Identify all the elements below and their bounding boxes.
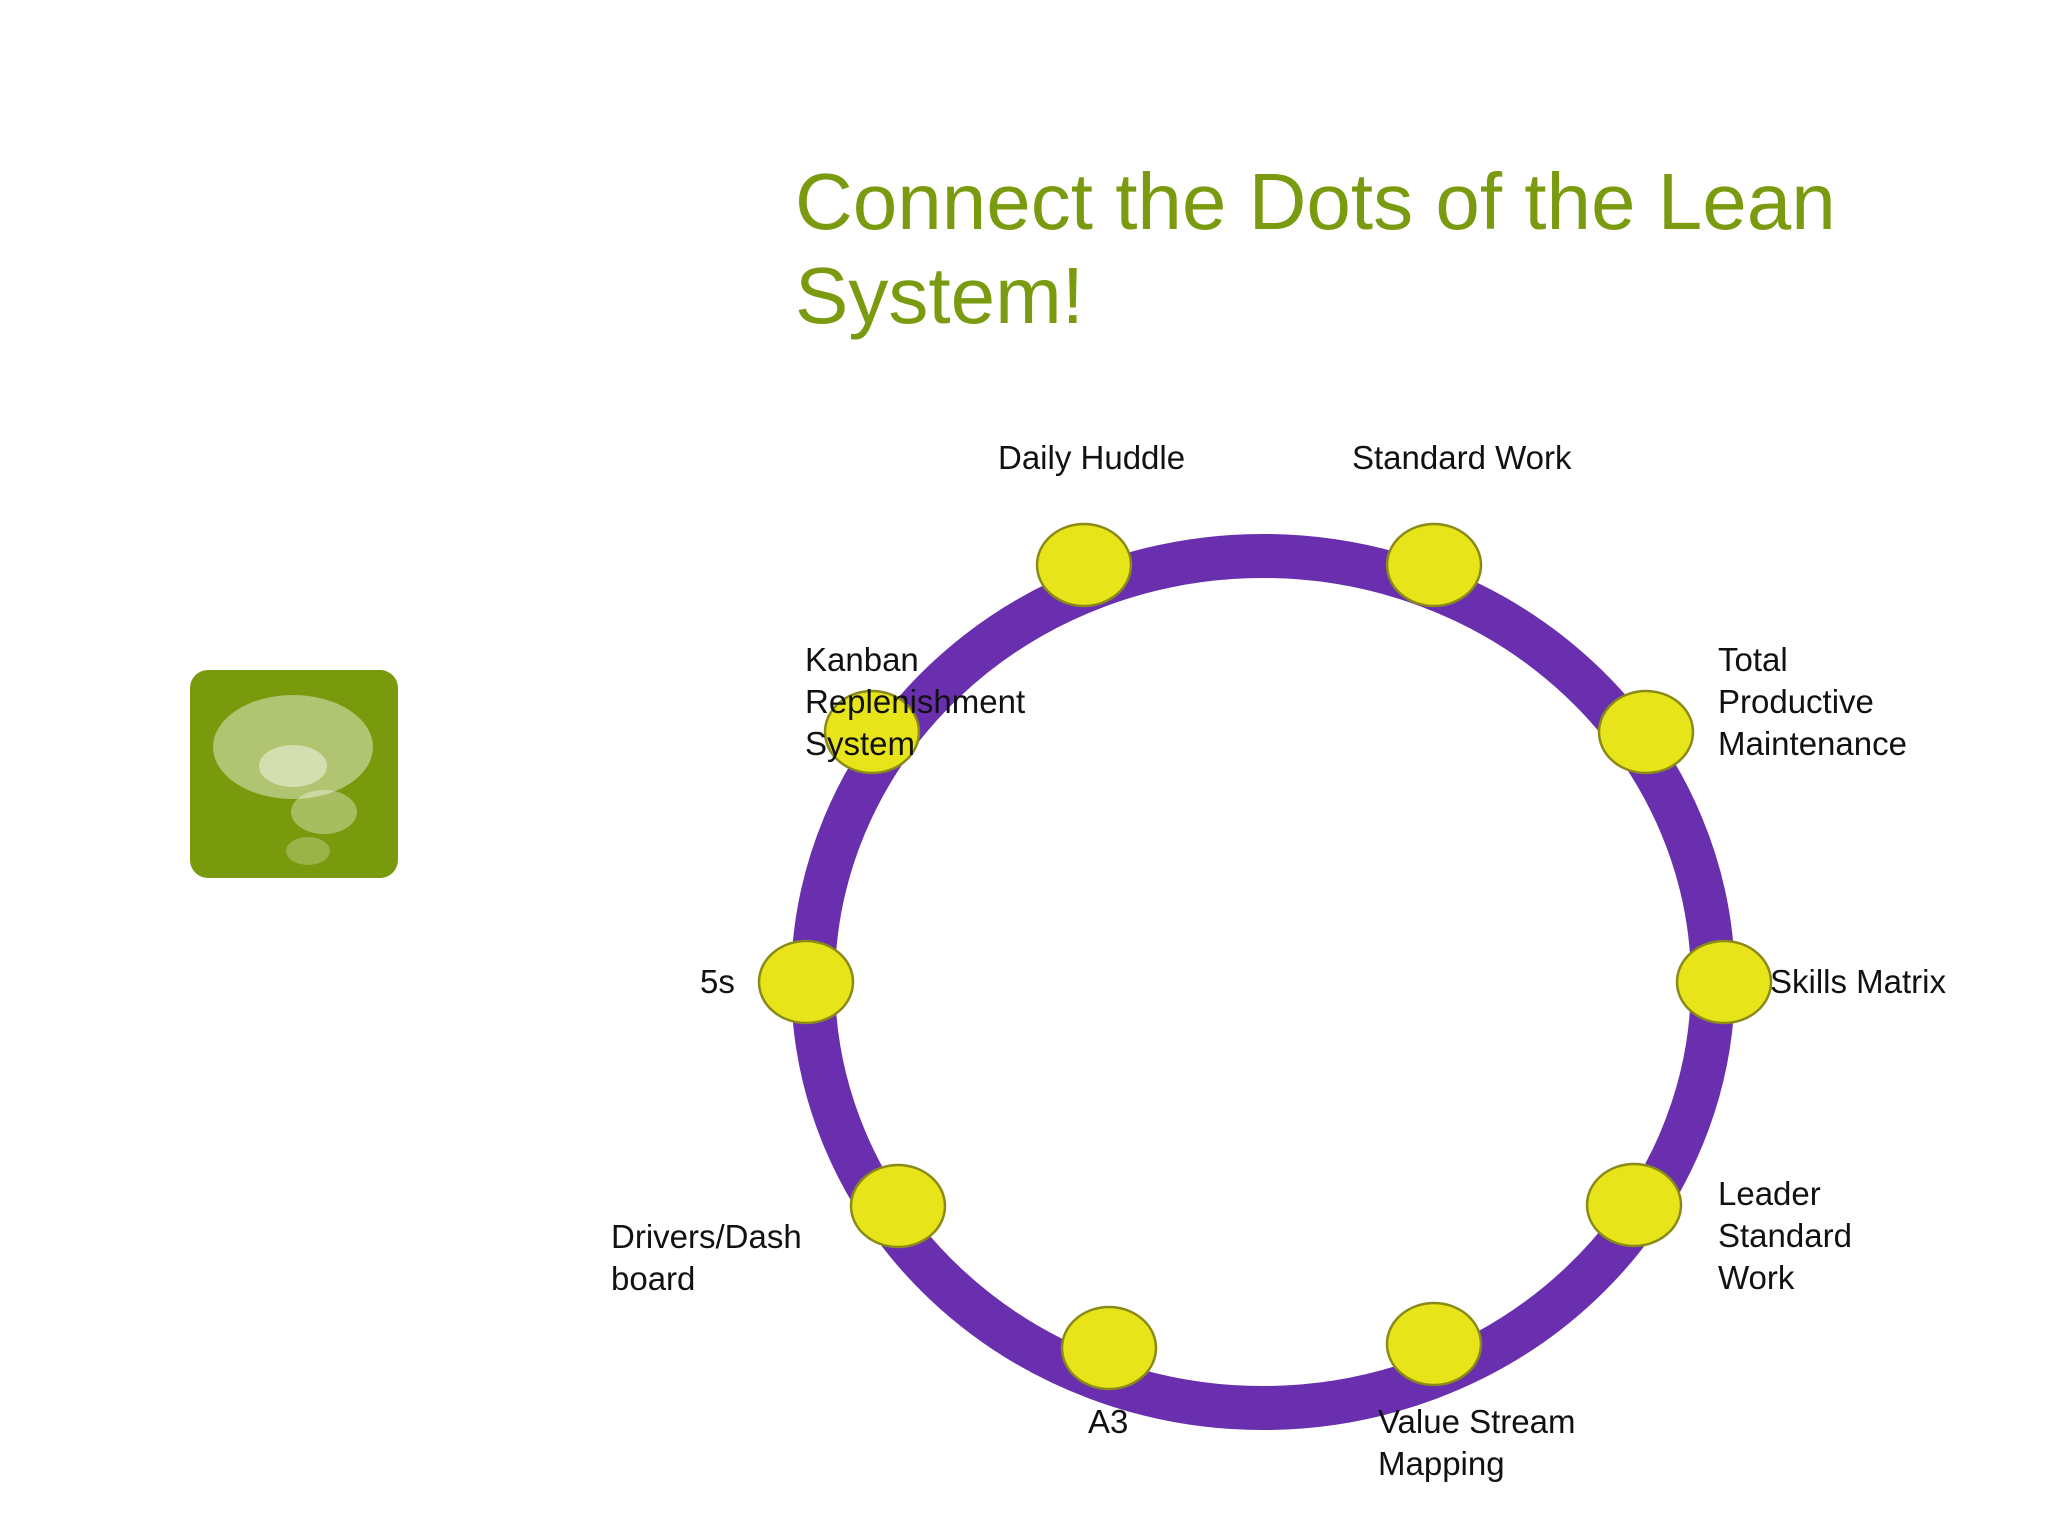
label-line: System [805,725,916,762]
label-a3: A3 [1088,1401,1128,1443]
dot-kanban-replenishment-system [823,689,921,775]
label-line: Maintenance [1718,725,1907,762]
dot-value-stream-mapping [1385,1301,1483,1387]
label-line: A3 [1088,1403,1129,1440]
label-5s: 5s [700,961,735,1003]
label-line: Standard Work [1352,439,1572,476]
dot-drivers-dashboard [849,1163,947,1249]
label-line: Skills Matrix [1770,963,1947,1000]
dot-standard-work [1385,522,1483,608]
label-line: Drivers/Dash [611,1218,802,1255]
label-line: board [611,1260,696,1297]
label-drivers-dashboard: Drivers/Dash board [611,1216,802,1300]
thought-bubble-icon [190,670,398,878]
bubble-highlight [259,745,327,787]
label-line: Value Stream [1378,1403,1576,1440]
label-line: Mapping [1378,1445,1505,1482]
label-line: Work [1718,1259,1795,1296]
dot-5s [757,939,855,1025]
slide-title: Connect the Dots of the Lean System! [795,157,1836,340]
small-bubble [286,837,330,865]
icon-background [190,670,398,878]
dot-total-productive-maintenance [1597,689,1695,775]
label-line: Standard [1718,1217,1852,1254]
dot-skills-matrix [1675,939,1773,1025]
dot-a3 [1060,1305,1158,1391]
label-line: Daily Huddle [998,439,1186,476]
label-skills-matrix: Skills Matrix [1770,961,1946,1003]
thought-bubble-icon-graphic [190,670,398,878]
label-line: Replenishment [805,683,1026,720]
label-line: Kanban [805,641,919,678]
medium-bubble [291,790,357,834]
label-line: Productive [1718,683,1874,720]
dots-group [757,522,1773,1391]
label-line: 5s [700,963,735,1000]
dot-leader-standard-work [1585,1162,1683,1248]
label-standard-work: Standard Work [1352,437,1572,479]
label-line: Total [1718,641,1788,678]
label-line: Leader [1718,1175,1821,1212]
dot-daily-huddle [1035,522,1133,608]
label-daily-huddle: Daily Huddle [998,437,1185,479]
large-bubble [213,695,373,799]
